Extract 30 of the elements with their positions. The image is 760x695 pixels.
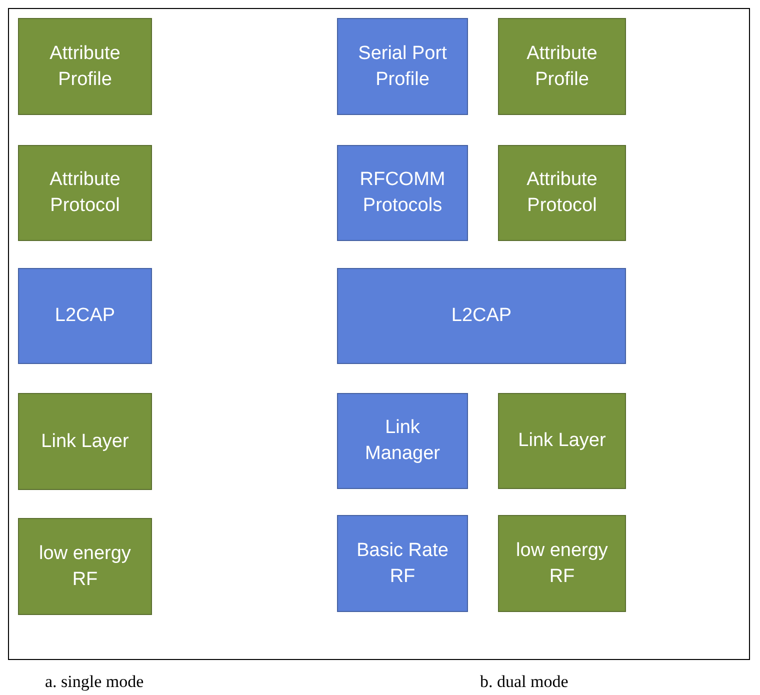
layer-box [498, 515, 626, 612]
panel-caption: a. single mode [45, 672, 144, 692]
layer-box [18, 268, 152, 364]
layer-name: low energy RF [38, 542, 132, 592]
layer-box [337, 18, 468, 115]
layer-name: Attribute Protocol [48, 168, 122, 218]
layer-box [498, 145, 626, 241]
layer-box [18, 18, 152, 115]
layer-name: low energy RF [515, 538, 609, 588]
panel-caption: b. dual mode [480, 672, 568, 692]
layer-name: L2CAP [54, 304, 116, 328]
layer-box [337, 268, 626, 364]
layer-name: Attribute Protocol [526, 168, 598, 218]
layer-name: Basic Rate RF [356, 538, 450, 588]
layer-box [337, 393, 468, 489]
layer-box [337, 145, 468, 241]
layer-name: Attribute Profile [48, 42, 122, 92]
layer-box [498, 18, 626, 115]
layer-name: Attribute Profile [526, 42, 598, 92]
layer-box [18, 518, 152, 615]
layer-name: Link Layer [518, 429, 606, 454]
layer-box [337, 515, 468, 612]
layer-box [18, 393, 152, 490]
layer-box [18, 145, 152, 241]
layer-name: Link Manager [364, 416, 441, 466]
layer-box [498, 393, 626, 489]
layer-name: RFCOMM Protocols [358, 168, 446, 218]
layer-name: Serial Port Profile [357, 42, 448, 92]
layer-name: L2CAP [451, 304, 512, 328]
layer-name: Link Layer [41, 430, 129, 454]
